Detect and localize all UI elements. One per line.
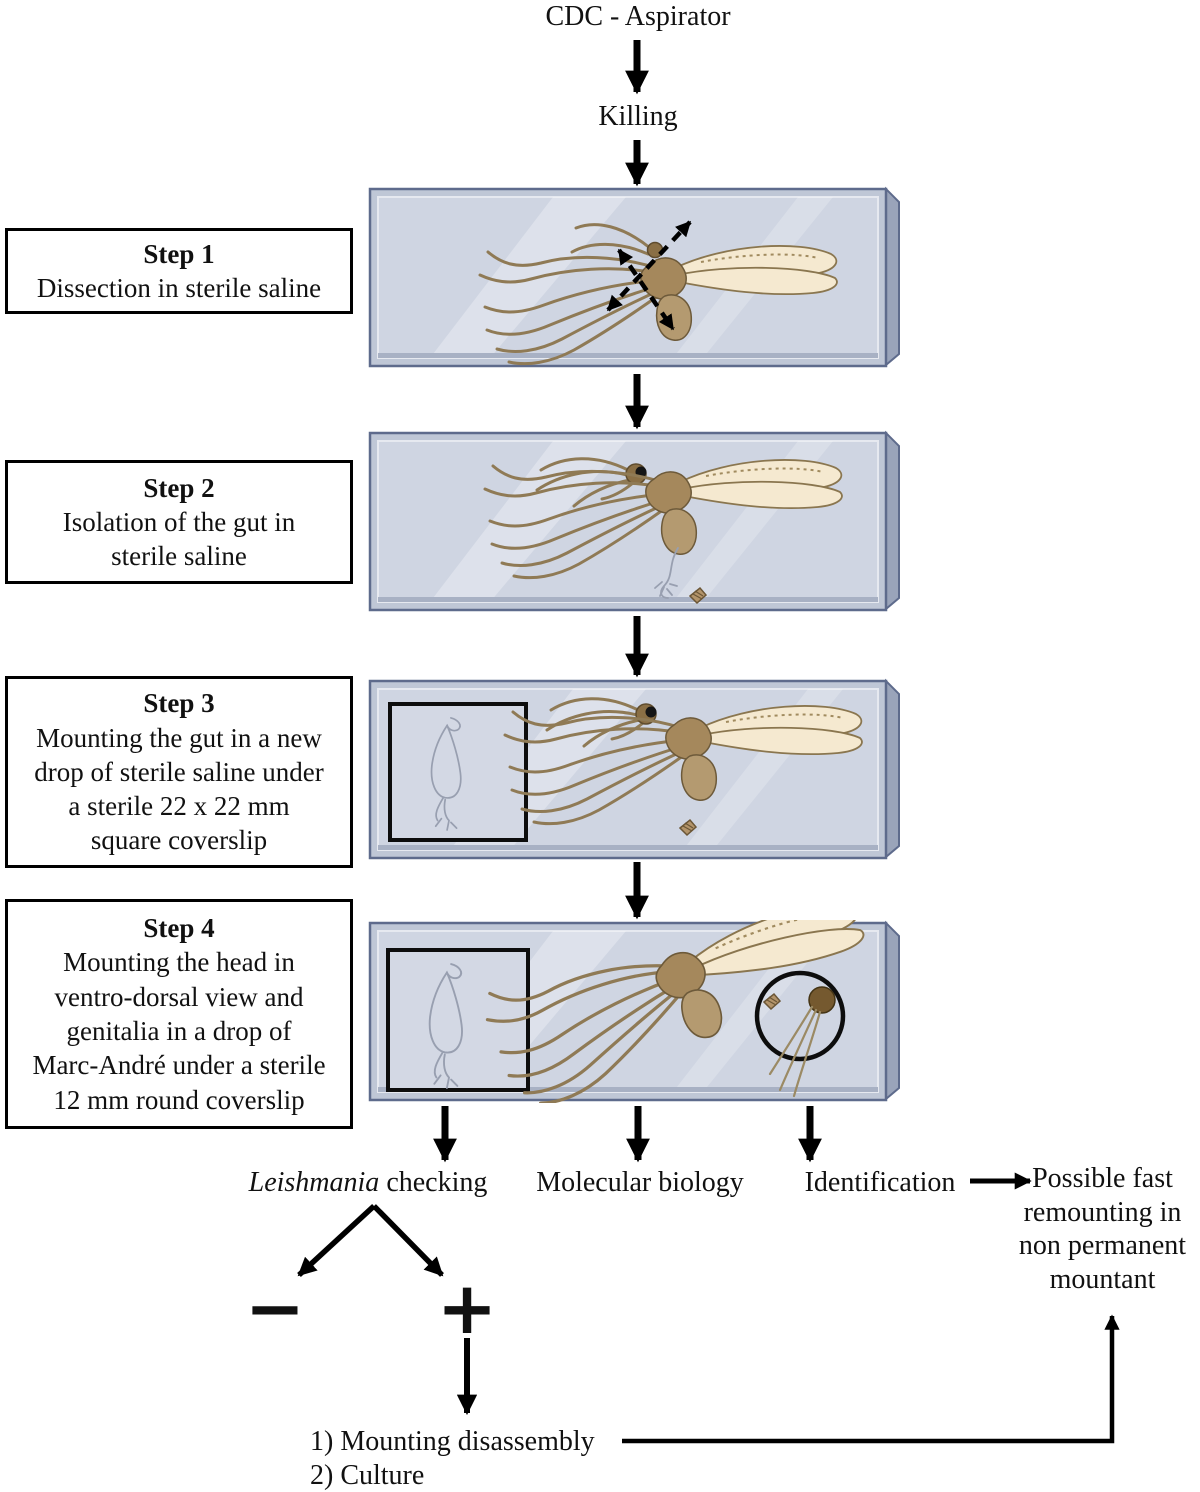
square-coverslip (388, 702, 528, 842)
step-1-title: Step 1 (143, 238, 215, 269)
leishmania-checking-label: Leishmania checking (208, 1166, 528, 1200)
cdc-aspirator-label: CDC - Aspirator (545, 1, 731, 32)
connector-disassembly-to-remounting (622, 1314, 1120, 1444)
step-4-title: Step 4 (143, 913, 215, 944)
microscope-slide-4 (368, 920, 900, 1103)
negative-sign: − (244, 1266, 306, 1350)
step-3-title: Step 3 (143, 688, 215, 719)
dissected-gut (654, 547, 679, 599)
round-coverslip (754, 970, 846, 1098)
identification-label: Identification (804, 1167, 956, 1198)
leishmania-word: Leishmania (248, 1167, 380, 1198)
step-2-description: Isolation of the gut in sterile saline (62, 506, 296, 572)
step-1-box: Step 1 Dissection in sterile saline (5, 228, 353, 314)
microscope-slide-2 (368, 430, 900, 612)
step-2-title: Step 2 (143, 472, 215, 503)
culture-label: 2) Culture (310, 1460, 425, 1491)
step-4-box: Step 4 Mounting the head in ventro-dorsa… (5, 899, 353, 1129)
arrow-checking-to-positive (372, 1204, 444, 1277)
slide-depth-edge (885, 186, 900, 368)
microscope-slide-3 (368, 678, 900, 860)
disassembly-label: 1) Mounting disassembly (310, 1426, 595, 1457)
step-2-box: Step 2 Isolation of the gut in sterile s… (5, 460, 353, 584)
checking-word: checking (379, 1167, 488, 1198)
step-3-description: Mounting the gut in a new drop of steril… (34, 722, 324, 856)
remounting-label: Possible fast remounting in non permanen… (1018, 1163, 1187, 1295)
step-1-description: Dissection in sterile saline (36, 273, 322, 303)
step-4-description: Mounting the head in ventro-dorsal view … (32, 947, 326, 1115)
arrow-checking-to-negative (297, 1203, 376, 1278)
microscope-slide-1 (368, 186, 900, 368)
positive-sign: + (436, 1266, 498, 1350)
molecular-biology-label: Molecular biology (536, 1167, 744, 1198)
killing-label: Killing (598, 101, 678, 132)
step-3-box: Step 3 Mounting the gut in a new drop of… (5, 676, 353, 868)
dissection-arrows (606, 220, 692, 331)
